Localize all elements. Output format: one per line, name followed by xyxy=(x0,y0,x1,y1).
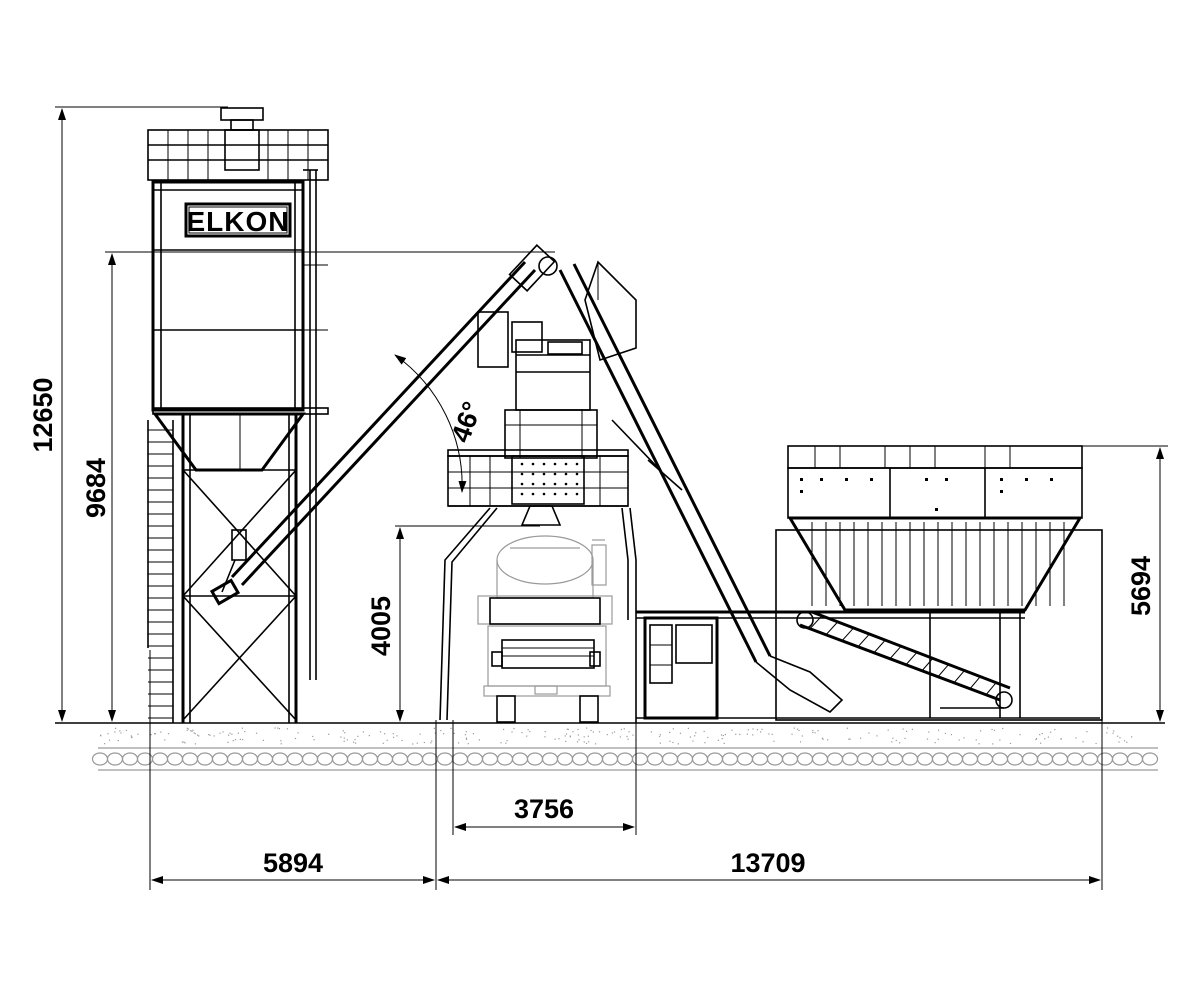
angle-annotation: 46° xyxy=(394,354,488,493)
truck-mixer xyxy=(477,535,613,723)
mixer-tower xyxy=(439,260,637,721)
dim-hopper-height: 5694 xyxy=(1126,556,1156,616)
dim-discharge-height: 9684 xyxy=(81,458,111,518)
angle-label: 46° xyxy=(445,398,487,447)
dim-truck-width: 3756 xyxy=(514,794,574,824)
dim-truck-clearance: 4005 xyxy=(366,596,396,656)
dimensions: 12650 9684 4005 5694 3756 5894 13709 xyxy=(28,106,1168,890)
dim-total-height: 12650 xyxy=(28,377,58,452)
aggregate-hopper xyxy=(775,445,1103,721)
control-cabin xyxy=(635,610,1100,723)
skip-hoist-rail xyxy=(558,263,844,713)
dim-plant-length: 13709 xyxy=(730,848,805,878)
cement-silo: ELKON xyxy=(147,107,329,723)
logo-text: ELKON xyxy=(187,206,290,237)
dim-silo-span: 5894 xyxy=(263,848,323,878)
ground xyxy=(55,722,1165,771)
